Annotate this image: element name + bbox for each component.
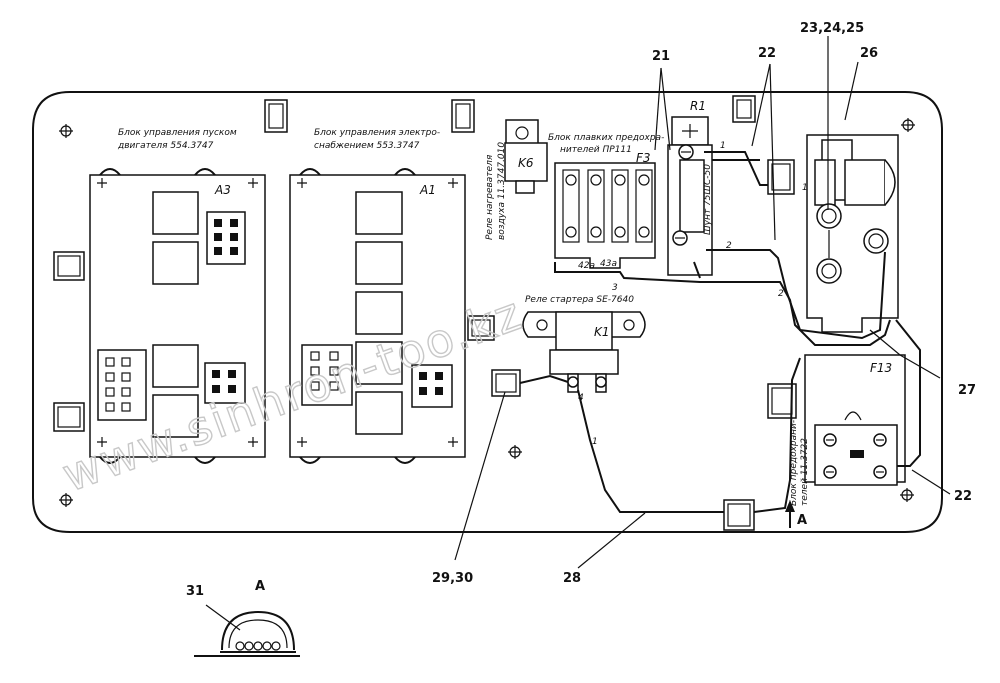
- shunt-r1: R1: [667, 99, 713, 276]
- f13-label: F13: [870, 361, 892, 375]
- top-connectors: [264, 95, 756, 133]
- svg-text:2: 2: [726, 241, 732, 251]
- callout-22-right: 22: [954, 489, 972, 504]
- connector-block: [411, 364, 453, 408]
- svg-text:1: 1: [720, 141, 726, 151]
- k6-label: K6: [518, 156, 534, 170]
- view-arrow-a: A: [785, 500, 807, 528]
- svg-text:4: 4: [578, 393, 584, 403]
- f3-label: F3: [636, 151, 651, 165]
- callout-23-24-25: 23,24,25: [800, 21, 864, 36]
- callout-27: 27: [958, 383, 976, 398]
- callout-29-30: 29,30: [432, 571, 473, 586]
- a1-caption-line1: Блок управления электро-: [314, 128, 440, 138]
- relay-connectors: [467, 315, 521, 397]
- block-captions: Блок управления пуском двигателя 554.374…: [117, 128, 440, 151]
- starter-caption: Реле стартера SE-7640: [525, 295, 634, 305]
- arrow-a-label: A: [797, 513, 807, 528]
- heater-relay-k6: K6: [504, 119, 548, 194]
- callout-26: 26: [860, 46, 878, 61]
- view-a-title: A: [255, 579, 265, 594]
- battery-switch: [767, 134, 899, 333]
- a1-label: A1: [419, 183, 436, 197]
- mounting-plate: [32, 91, 943, 533]
- leader-lines: [454, 36, 951, 569]
- r1-label: R1: [690, 99, 706, 113]
- bottom-connector: [723, 499, 755, 531]
- wiring: [519, 151, 921, 513]
- wire-mark-42a: 42a: [578, 261, 595, 271]
- a1-caption-line2: снабжением 553.3747: [314, 141, 420, 151]
- connector-block: [204, 362, 246, 404]
- connector-block: [301, 344, 353, 406]
- connector-block: [97, 349, 147, 421]
- starter-relay-k1: K1: [522, 311, 646, 393]
- connector-block: [206, 211, 246, 265]
- callout-31: 31: [186, 584, 204, 599]
- wire-mark-43a: 43a: [600, 259, 617, 269]
- k1-label: K1: [594, 325, 610, 339]
- a3-caption-line1: Блок управления пуском: [118, 128, 237, 138]
- control-block-a1: A1: [289, 168, 466, 464]
- fuse-caption-line1: Блок плавких предохра-: [548, 133, 664, 143]
- fuse-caption-line2: нителей ПР111: [560, 145, 632, 155]
- a3-caption-line2: двигателя 554.3747: [117, 141, 214, 151]
- wire-marks: 1 1 2 2 1 4 3: [578, 141, 808, 447]
- shunt-caption: Шунт 75ШС-50: [703, 164, 713, 235]
- fuse2-caption-line2: телей 11.3722: [800, 438, 810, 506]
- heater-caption-line1: Реле нагревателя: [485, 154, 495, 240]
- a3-label: A3: [214, 183, 231, 197]
- svg-text:3: 3: [612, 283, 618, 293]
- callout-28: 28: [563, 571, 581, 586]
- plate-screws: [59, 118, 915, 507]
- left-connectors: [53, 251, 85, 432]
- fuse-block-f3: F3 42a 43a: [554, 151, 656, 271]
- heater-caption-line2: воздуха 11.3747.010: [497, 142, 507, 240]
- control-block-a3: A3: [89, 168, 266, 464]
- fuse2-caption-line1: Блок предохрани-: [789, 420, 799, 506]
- callouts: 21 22 23,24,25 26 27 22 28 29,30 31: [186, 21, 976, 599]
- svg-text:1: 1: [592, 437, 598, 447]
- callout-22-top: 22: [758, 46, 776, 61]
- callout-21: 21: [652, 49, 670, 64]
- fuse-block-f13: F13: [767, 354, 906, 486]
- svg-text:2: 2: [778, 289, 784, 299]
- svg-text:1: 1: [802, 183, 808, 193]
- detail-view-a: A: [194, 579, 300, 657]
